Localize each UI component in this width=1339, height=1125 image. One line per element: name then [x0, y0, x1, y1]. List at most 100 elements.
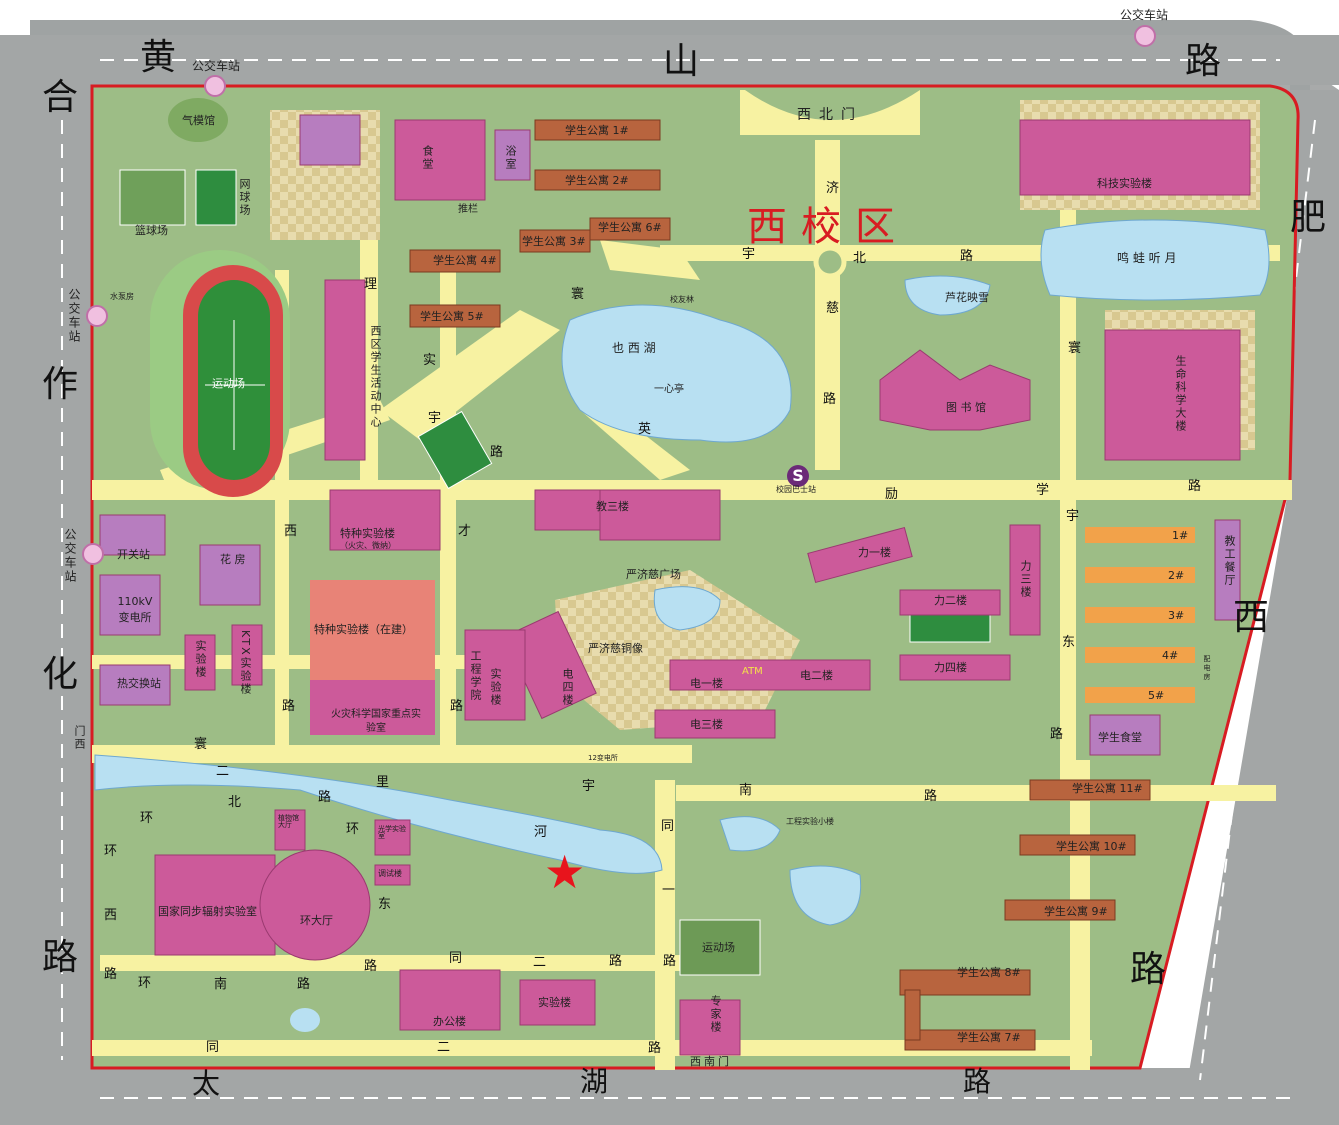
ring-hall-label[interactable]: 环大厅 [300, 914, 333, 927]
west-street [0, 82, 95, 1125]
frog-pond-label[interactable]: 鸣 蛙 听 月 [1117, 251, 1177, 265]
location-star-icon[interactable]: ★ [544, 845, 586, 899]
life-science-label[interactable]: 生命科学大楼 [1174, 355, 1187, 433]
dian1-label[interactable]: 电一楼 [690, 677, 723, 690]
switch-label[interactable]: 开关站 [117, 548, 150, 561]
library-label[interactable]: 图 书 馆 [946, 401, 986, 414]
ktx-label[interactable]: KTX实验楼 [239, 630, 252, 696]
youth-tree-label: 校友林 [670, 295, 694, 304]
dorm8-label[interactable]: 学生公寓 8# [957, 966, 1021, 979]
northwest-gate-label[interactable]: 西北门 [797, 107, 863, 123]
dorm5-label[interactable]: 学生公寓 5# [420, 310, 484, 323]
li2-label[interactable]: 力二楼 [934, 594, 967, 607]
dian4-label[interactable]: 电四楼 [561, 668, 574, 707]
bus-stop-icon[interactable] [1134, 25, 1156, 47]
bus-station-label[interactable]: 校园巴士站 [776, 485, 816, 494]
apt1-label[interactable]: 1# [1172, 529, 1189, 542]
exp-building-label[interactable]: 实验楼 [194, 640, 207, 679]
lab-bldg-label[interactable]: 实验楼 [538, 996, 571, 1009]
special-lab-sub-label: （火灾、微纳） [340, 541, 396, 550]
li1-label[interactable]: 力一楼 [858, 546, 891, 559]
west-gate-label[interactable]: 门西 [73, 725, 86, 751]
substation-label[interactable]: 110kV 变电所 [117, 595, 153, 624]
reed-label[interactable]: 芦花映雪 [945, 291, 989, 304]
stadium-label[interactable]: 运动场 [212, 377, 245, 390]
expert-bldg-label[interactable]: 专家楼 [709, 995, 722, 1034]
statue-label[interactable]: 严济慈铜像 [588, 642, 643, 655]
dorm2-label[interactable]: 学生公寓 2# [565, 174, 629, 187]
road-huanbei-1: 北 [228, 795, 242, 810]
dorm9-label[interactable]: 学生公寓 9# [1044, 905, 1108, 918]
southwest-gate-label[interactable]: 西南门 [690, 1055, 732, 1068]
street-north-2: 山 [663, 41, 700, 82]
dorm4-label[interactable]: 学生公寓 4# [433, 254, 497, 267]
bath-label[interactable]: 浴室 [504, 145, 517, 171]
square-label[interactable]: 严济慈广场 [626, 568, 681, 581]
teacher-canteen-label[interactable]: 教工餐厅 [1223, 535, 1236, 587]
apt3-label[interactable]: 3# [1168, 609, 1185, 622]
dorm1-label[interactable]: 学生公寓 1# [565, 124, 629, 137]
river-label: 河 [534, 825, 548, 840]
apt2-label[interactable]: 2# [1168, 569, 1185, 582]
fire-lab-label[interactable]: 火灾科学国家重点实验室 [331, 709, 421, 734]
frog-pond [1040, 219, 1270, 301]
apt5-label[interactable]: 5# [1148, 689, 1165, 702]
tech-lab-label[interactable]: 科技实验楼 [1097, 177, 1152, 190]
road-huan-west-2: 西 [104, 908, 118, 923]
basketball-label[interactable]: 篮球场 [135, 224, 168, 237]
road-jici-2: 慈 [826, 301, 840, 316]
bus-stop-icon[interactable] [82, 543, 104, 565]
dorm3-label[interactable]: 学生公寓 3# [522, 235, 586, 248]
tennis-label[interactable]: 网球场 [238, 178, 251, 217]
li4-label[interactable]: 力四楼 [934, 661, 967, 674]
power-house-label: 配电房 [1203, 655, 1211, 682]
road-yunan-2: 南 [739, 783, 753, 798]
exp-building2-label[interactable]: 实验楼 [489, 668, 502, 707]
bus-stop-icon[interactable] [204, 75, 226, 97]
road-tonger-1: 同 [449, 951, 463, 966]
pump-label: 水泵房 [110, 292, 134, 301]
student-canteen-label[interactable]: 学生食堂 [1098, 731, 1142, 744]
bus-station-badge[interactable]: S [787, 465, 809, 487]
engineering-label[interactable]: 工程学院 [469, 650, 482, 702]
qimo-label[interactable]: 气模馆 [182, 114, 215, 127]
li3-label[interactable]: 力三楼 [1019, 560, 1032, 599]
bus-stop-icon[interactable] [86, 305, 108, 327]
test-bldg-label[interactable]: 调试楼 [378, 869, 402, 878]
jiaosan-label[interactable]: 教三楼 [596, 500, 629, 513]
road-lishi-2: 实 [423, 353, 437, 368]
lake-label[interactable]: 也 西 湖 [612, 341, 656, 355]
canteen-label[interactable]: 食堂 [421, 145, 434, 171]
office-label[interactable]: 办公楼 [433, 1015, 466, 1028]
road-jici-3: 路 [823, 392, 837, 407]
atm-label[interactable]: ATM [742, 666, 763, 677]
road-huanyu-east-3: 东 [1062, 635, 1076, 650]
street-west-3: 化 [42, 654, 79, 695]
activity-center-label[interactable]: 西区学生活动中心 [369, 325, 382, 429]
dorm7-label[interactable]: 学生公寓 7# [957, 1031, 1021, 1044]
tech-lab-building [1019, 119, 1251, 196]
apt4-label[interactable]: 4# [1162, 649, 1179, 662]
special-lab-label[interactable]: 特种实验楼 [340, 527, 395, 540]
heat-exchange-label[interactable]: 热交换站 [117, 677, 161, 690]
dorm11-label[interactable]: 学生公寓 11# [1072, 782, 1143, 795]
road-huanyu-east-2: 宇 [1066, 509, 1080, 524]
sports-field-label[interactable]: 运动场 [702, 941, 735, 954]
dian3-label[interactable]: 电三楼 [690, 718, 723, 731]
bus-stop-label: 公交车站 [67, 288, 81, 344]
pavilion-label[interactable]: 一心亭 [654, 384, 684, 395]
road-huan-west-3: 路 [104, 967, 118, 982]
dian2-label[interactable]: 电二楼 [800, 669, 833, 682]
greenhouse-label[interactable]: 花 房 [220, 553, 246, 566]
road-huanyu-2: 宇 [742, 247, 756, 262]
dorm10-label[interactable]: 学生公寓 10# [1056, 840, 1127, 853]
road-huan-east-1: 环 [346, 822, 360, 837]
special-lab-construction-label[interactable]: 特种实验楼（在建） [314, 623, 413, 636]
eng-lab-small-label[interactable]: 工程实验小楼 [786, 817, 834, 826]
synchrotron-label[interactable]: 国家同步辐射实验室 [158, 905, 257, 918]
road-huan-west-1: 环 [104, 844, 118, 859]
south-street [0, 1068, 1339, 1125]
optics-label: 光学实验室 [378, 825, 406, 840]
dorm6-label[interactable]: 学生公寓 6# [598, 221, 662, 234]
